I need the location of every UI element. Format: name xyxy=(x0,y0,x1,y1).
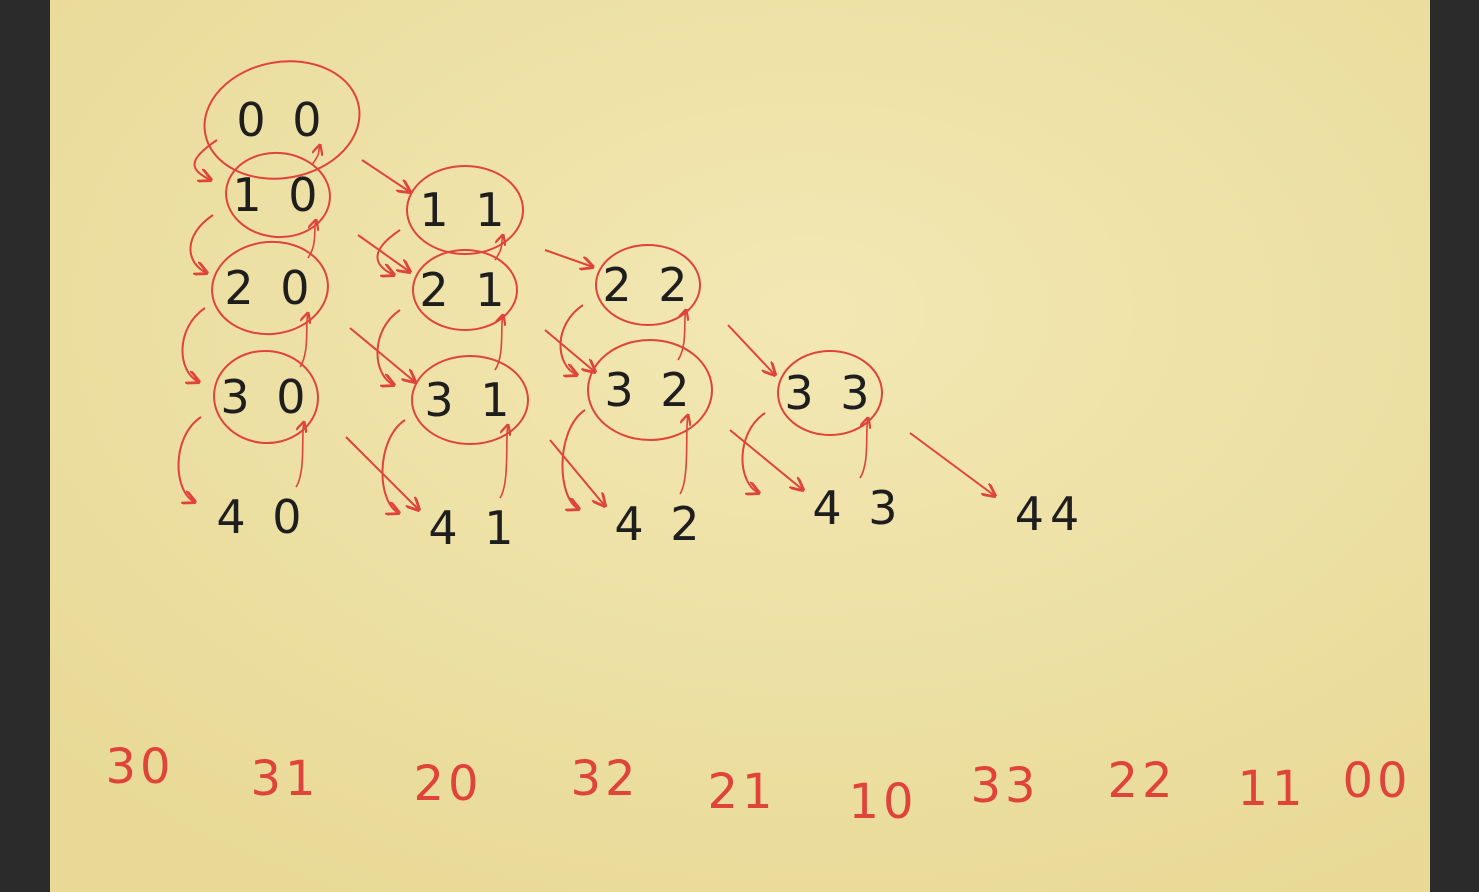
diagonal-arrow xyxy=(544,329,595,372)
sequence-item: 20 xyxy=(413,756,482,812)
grid-node-label: 4 2 xyxy=(614,497,705,551)
sequence-item: 00 xyxy=(1342,753,1411,809)
sequence-item: 22 xyxy=(1107,753,1176,809)
sequence-item: 33 xyxy=(970,758,1039,814)
sequence-item: 21 xyxy=(707,764,776,820)
grid-node-label: 3 3 xyxy=(784,366,875,420)
node-circle xyxy=(203,60,361,180)
diagonal-arrow xyxy=(349,327,415,382)
down-arrow xyxy=(559,304,584,375)
grid-node-label: 4 1 xyxy=(428,501,519,555)
sequence-item: 11 xyxy=(1237,761,1306,817)
diagonal-arrow xyxy=(357,234,410,272)
down-arrow xyxy=(376,309,401,385)
grid-node-label: 1 1 xyxy=(419,183,510,237)
node-circle xyxy=(587,339,713,441)
diagonal-arrow xyxy=(909,432,995,496)
grid-node-label: 3 1 xyxy=(424,373,515,427)
down-arrow xyxy=(741,412,766,493)
grid-node-label: 3 0 xyxy=(220,370,311,424)
down-arrow xyxy=(189,214,214,273)
sequence-item: 10 xyxy=(848,774,917,830)
paper-sheet xyxy=(50,0,1430,892)
diagonal-arrow xyxy=(544,249,593,267)
down-arrow xyxy=(381,419,406,513)
diagonal-arrow xyxy=(729,429,803,490)
node-circle xyxy=(211,240,329,336)
sequence-item: 30 xyxy=(105,739,174,795)
up-arrow xyxy=(677,310,686,361)
diagonal-arrow xyxy=(361,159,410,192)
grid-nodes: 0 0 1 0 1 1 2 0 2 1 2 2 3 0 3 1 3 2 3 3 4 0 4 1 4 2 4… xyxy=(216,93,1086,555)
node-circle xyxy=(225,151,331,239)
node-circles xyxy=(203,60,883,445)
node-circle xyxy=(595,244,701,326)
down-arrow xyxy=(193,139,218,180)
diagonal-arrow xyxy=(727,324,775,375)
node-circle xyxy=(213,349,319,445)
node-circle xyxy=(406,165,524,255)
sequence-item: 31 xyxy=(250,751,319,807)
grid-node-label: 2 2 xyxy=(602,258,693,312)
arrows xyxy=(177,139,995,513)
sequence-item: 32 xyxy=(570,751,639,807)
grid-node-label: 44 xyxy=(1015,487,1086,541)
node-circle xyxy=(412,249,518,331)
up-arrow xyxy=(499,425,508,499)
up-arrow xyxy=(299,313,308,368)
diagonal-arrow xyxy=(549,439,605,506)
grid-node-label: 2 1 xyxy=(419,263,510,317)
up-arrow xyxy=(295,422,304,488)
grid-node-label: 3 2 xyxy=(604,363,695,417)
grid-node-label: 4 3 xyxy=(812,481,903,535)
node-circle xyxy=(411,355,529,445)
grid-node-label: 1 0 xyxy=(232,168,323,222)
down-arrow xyxy=(177,416,202,502)
grid-node-label: 2 0 xyxy=(224,261,315,315)
down-arrow xyxy=(561,409,586,509)
up-arrow xyxy=(307,220,316,259)
up-arrow xyxy=(494,235,503,261)
up-arrow xyxy=(311,145,320,166)
up-arrow xyxy=(679,415,688,495)
down-arrow xyxy=(181,307,206,382)
node-circle xyxy=(777,350,883,436)
down-arrow xyxy=(376,229,401,275)
up-arrow xyxy=(859,418,868,479)
grid-node-label: 4 0 xyxy=(216,490,307,544)
traversal-sequence: 30 31 20 32 21 10 33 22 11 00 xyxy=(105,739,1411,830)
grid-node-label: 0 0 xyxy=(236,93,327,147)
up-arrow xyxy=(494,315,503,371)
